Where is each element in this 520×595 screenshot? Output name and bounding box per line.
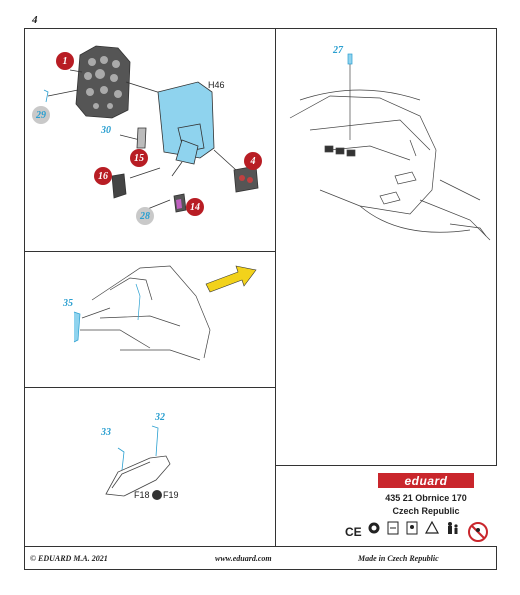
page-number: 4 [32, 14, 38, 26]
panel-fuselage [275, 28, 497, 466]
callout-27: 27 [333, 45, 343, 56]
family-icon [448, 522, 458, 534]
kit-line: 435 21 Obrnice 170 [385, 493, 467, 503]
footer-copyright: © EDUARD M.A. 2021 [30, 554, 108, 563]
fuselage-drawing [289, 53, 491, 241]
recycle-triangle-icon [424, 520, 440, 534]
svg-text:CE: CE [345, 525, 362, 539]
callout-29-bubble: 29 [32, 106, 50, 124]
callout-1-bubble: 1 [56, 52, 74, 70]
kit-country: Czech Republic [392, 506, 460, 516]
callout-30: 30 [101, 125, 111, 136]
callout-28-bubble: 28 [136, 207, 154, 225]
kit-info: 435 21 Obrnice 170 Czech Republic [378, 492, 474, 518]
part-h46-label: H46 [208, 80, 225, 90]
callout-16-bubble: 16 [94, 167, 112, 185]
callout-32: 32 [155, 412, 165, 423]
recycle-icon [368, 522, 380, 534]
callout-33: 33 [101, 427, 111, 438]
canopy-part-drawing [105, 425, 171, 497]
eduard-logo: eduard [378, 473, 474, 488]
age-warning-icon [387, 521, 399, 535]
instrument-panel-drawing [43, 45, 259, 213]
panel-footer [24, 546, 497, 570]
callout-15-bubble: 15 [130, 149, 148, 167]
seat-area-drawing [73, 265, 257, 361]
callout-14-bubble: 14 [186, 198, 204, 216]
ce-mark-icon: CE [345, 525, 362, 539]
fragile-icon [406, 521, 418, 535]
f-swap-icon [152, 490, 162, 500]
callout-35: 35 [63, 298, 73, 309]
footer-website[interactable]: www.eduard.com [215, 554, 272, 563]
part-f19-label: F19 [163, 490, 179, 500]
callout-4-bubble: 4 [244, 152, 262, 170]
part-f18-label: F18 [134, 490, 150, 500]
footer-made-in: Made in Czech Republic [358, 554, 439, 563]
no-children-icon [468, 522, 488, 542]
